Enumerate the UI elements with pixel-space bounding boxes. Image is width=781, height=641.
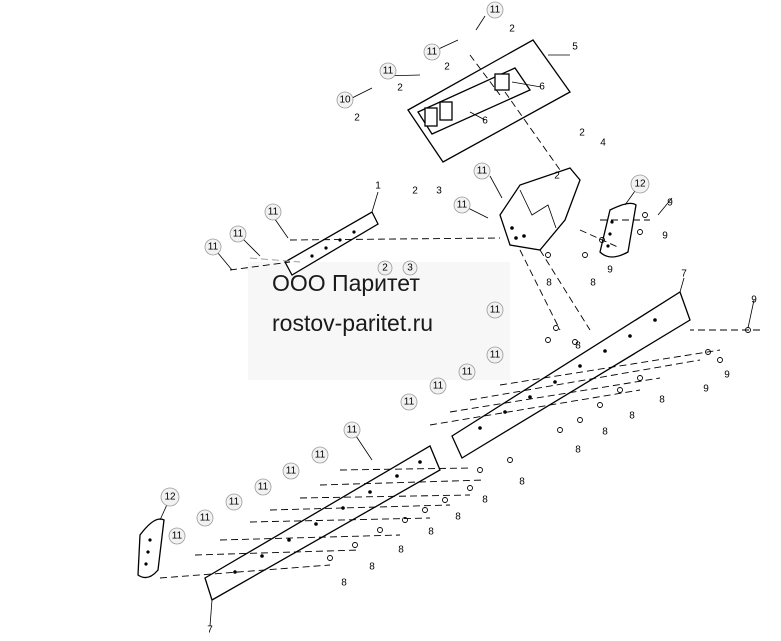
callout-10: 10 [336,91,354,109]
callout-6: 6 [482,116,488,127]
svg-text:11: 11 [457,200,468,211]
svg-text:12: 12 [164,492,176,503]
callout-8: 8 [575,445,581,456]
svg-text:11: 11 [200,513,211,524]
callout-2: 2 [579,128,585,139]
callout-9: 9 [751,295,757,306]
svg-text:11: 11 [229,497,240,508]
svg-text:10: 10 [339,95,351,106]
callout-12: 12 [630,174,650,194]
callout-11: 11 [453,196,471,214]
callout-9: 9 [724,370,730,381]
callout-11: 11 [225,493,243,511]
callout-11: 11 [458,363,476,381]
callout-9: 9 [703,384,709,395]
svg-text:11: 11 [208,242,219,253]
svg-text:11: 11 [490,350,501,361]
svg-text:2: 2 [382,263,388,274]
callout-12: 12 [160,487,180,507]
callout-11: 11 [343,421,361,439]
callout-2: 2 [397,83,403,94]
callout-8: 8 [455,512,461,523]
callout-2: 2 [444,62,450,73]
callout-9: 9 [662,231,668,242]
callout-11: 11 [423,43,441,61]
callout-11: 11 [379,62,397,80]
callout-11: 11 [311,446,329,464]
callout-8: 8 [659,395,665,406]
assembly-lines [159,54,760,579]
part-7-right-cutting-edge [451,291,691,459]
callout-11: 11 [254,478,272,496]
part-4-center-bracket [499,167,581,251]
callout-11: 11 [204,238,222,256]
callout-2: 2 [509,24,515,35]
callout-11: 11 [486,1,504,19]
svg-text:12: 12 [634,179,646,190]
callout-1: 1 [375,181,381,192]
svg-text:11: 11 [172,531,183,542]
svg-text:11: 11 [462,367,473,378]
svg-text:3: 3 [407,263,413,274]
callout-11: 11 [473,162,491,180]
watermark-panel [248,262,510,380]
svg-text:11: 11 [477,166,488,177]
callout-6: 6 [539,82,545,93]
svg-text:11: 11 [315,450,326,461]
part-12-left-shield [137,518,165,579]
callout-8: 8 [602,427,608,438]
callout-2: 2 [554,171,560,182]
svg-text:11: 11 [383,66,394,77]
svg-text:11: 11 [268,207,279,218]
callout-9: 9 [667,198,673,209]
callout-11: 11 [264,203,282,221]
callout-8: 8 [590,278,596,289]
callout-11: 11 [486,301,504,319]
callout-5: 5 [572,42,578,53]
part-12-right-shield [599,202,637,258]
svg-text:11: 11 [490,305,501,316]
callout-8: 8 [482,495,488,506]
callout-4: 4 [600,138,606,149]
callout-2: 2 [354,113,360,124]
svg-text:11: 11 [490,5,501,16]
callout-8: 8 [398,545,404,556]
svg-text:11: 11 [427,47,438,58]
svg-text:11: 11 [258,482,269,493]
callout-8: 8 [575,341,581,352]
callout-8: 8 [519,477,525,488]
callout-8: 8 [546,278,552,289]
callout-8: 8 [629,411,635,422]
callout-3: 3 [436,186,442,197]
callouts: 11 11 11 10 11 11 12 11 11 11 11 11 11 1… [160,1,757,636]
svg-text:11: 11 [347,425,358,436]
callout-2: 2 [377,260,393,276]
part-7-left-cutting-edge [204,445,441,601]
bolts [327,212,751,561]
watermark-company: ООО Паритет [272,270,420,296]
callout-3: 3 [402,260,418,276]
callout-11: 11 [168,527,186,545]
callout-9: 9 [607,265,613,276]
callout-11: 11 [229,225,247,243]
callout-8: 8 [428,527,434,538]
svg-text:11: 11 [433,381,444,392]
watermark-site: rostov-paritet.ru [272,310,434,336]
callout-11: 11 [486,346,504,364]
svg-text:11: 11 [404,397,415,408]
part-5-plate-assembly [407,39,571,163]
callout-11: 11 [429,377,447,395]
callout-8: 8 [341,578,347,589]
callout-11: 11 [282,462,300,480]
callout-7: 7 [207,625,213,636]
callout-2: 2 [412,186,418,197]
svg-text:11: 11 [286,466,297,477]
callout-11: 11 [196,509,214,527]
callout-11: 11 [400,393,418,411]
callout-8: 8 [369,562,375,573]
callout-7: 7 [681,269,687,280]
svg-text:11: 11 [233,229,244,240]
